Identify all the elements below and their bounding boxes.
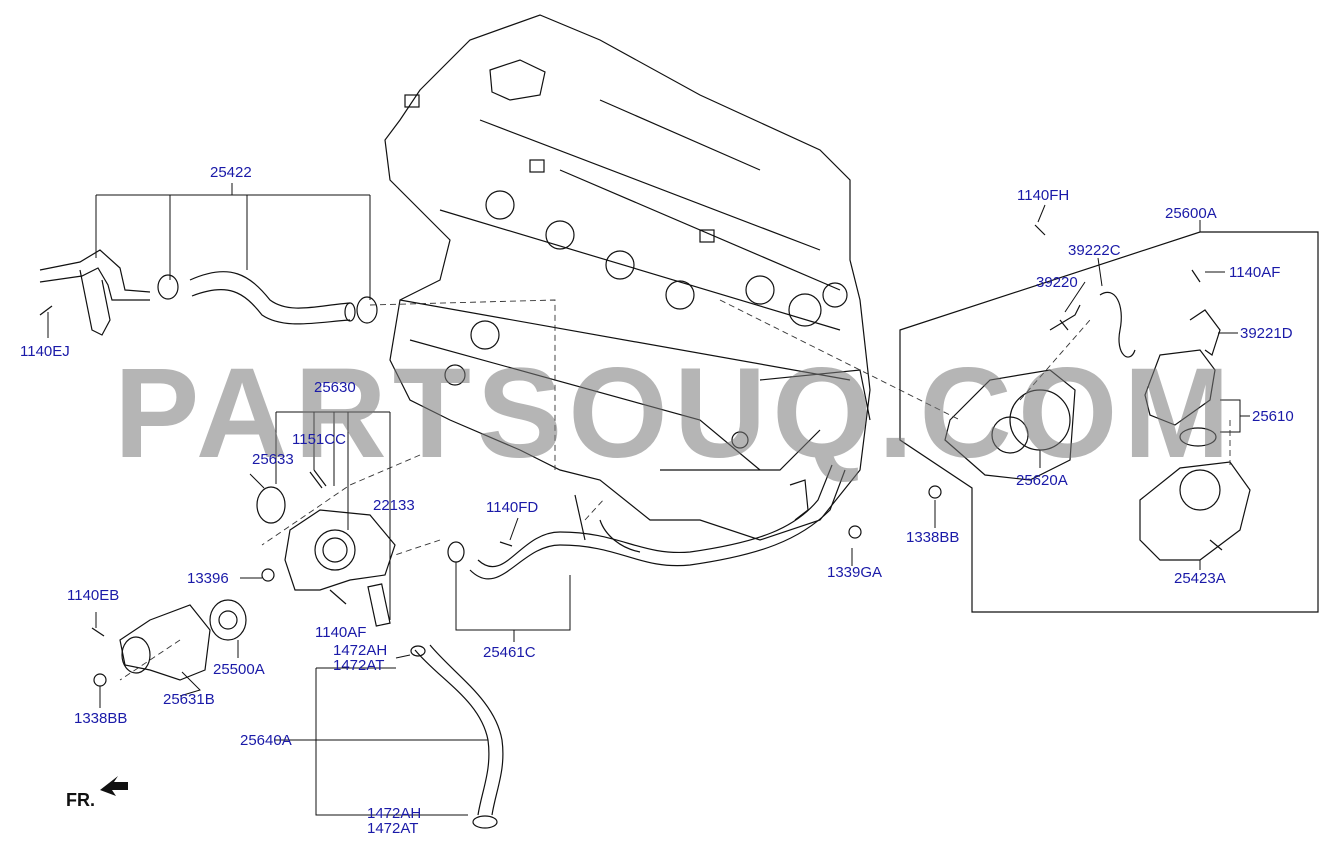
part-label-1338BB-right[interactable]: 1338BB — [906, 529, 960, 546]
watermark: PARTSOUQ.COM — [113, 342, 1237, 485]
part-label-13396[interactable]: 13396 — [187, 570, 229, 587]
water-outlet-assembly — [899, 224, 1319, 613]
part-label-1140AF-right[interactable]: 1140AF — [1229, 264, 1281, 281]
leader-lines — [47, 183, 1250, 816]
part-label-1472AH-bottom[interactable]: 1472AH — [367, 805, 422, 822]
engine-block — [384, 14, 871, 541]
part-label-1140EB[interactable]: 1140EB — [67, 587, 120, 604]
part-label-39222C[interactable]: 39222C — [1068, 242, 1121, 259]
part-label-25461C[interactable]: 25461C — [483, 644, 536, 661]
part-label-1140FD[interactable]: 1140FD — [486, 499, 539, 516]
alignment-lines — [119, 299, 1231, 681]
part-label-25500A[interactable]: 25500A — [213, 661, 265, 678]
part-label-1472AT-top[interactable]: 1472AT — [333, 657, 385, 674]
part-label-39220[interactable]: 39220 — [1036, 274, 1078, 291]
part-label-25600A[interactable]: 25600A — [1165, 205, 1217, 222]
part-label-1140FH[interactable]: 1140FH — [1017, 187, 1070, 204]
part-label-1339GA[interactable]: 1339GA — [827, 564, 883, 581]
part-label-39221D[interactable]: 39221D — [1240, 325, 1293, 342]
part-label-22133[interactable]: 22133 — [373, 497, 415, 514]
front-marker-label: FR. — [66, 790, 95, 810]
part-label-25620A[interactable]: 25620A — [1016, 472, 1068, 489]
part-label-25423A[interactable]: 25423A — [1174, 570, 1226, 587]
part-label-1151CC[interactable]: 1151CC — [292, 431, 346, 448]
front-arrow-icon — [100, 776, 128, 796]
part-label-25640A[interactable]: 25640A — [240, 732, 292, 749]
part-label-1472AH-top[interactable]: 1472AH — [333, 642, 388, 659]
part-label-1140AF-left[interactable]: 1140AF — [315, 624, 367, 641]
part-label-25631B[interactable]: 25631B — [163, 691, 215, 708]
part-label-25422[interactable]: 25422 — [210, 164, 252, 181]
hose-assembly-25422 — [39, 249, 378, 336]
part-label-25630[interactable]: 25630 — [314, 379, 356, 396]
part-label-25633[interactable]: 25633 — [252, 451, 294, 468]
hose-25640A — [410, 644, 504, 829]
thermostat-housing-left — [91, 469, 396, 687]
part-label-25610[interactable]: 25610 — [1252, 408, 1294, 425]
part-label-1140EJ[interactable]: 1140EJ — [20, 343, 70, 360]
part-label-1472AT-bottom[interactable]: 1472AT — [367, 820, 419, 837]
part-label-1338BB-left[interactable]: 1338BB — [74, 710, 128, 727]
